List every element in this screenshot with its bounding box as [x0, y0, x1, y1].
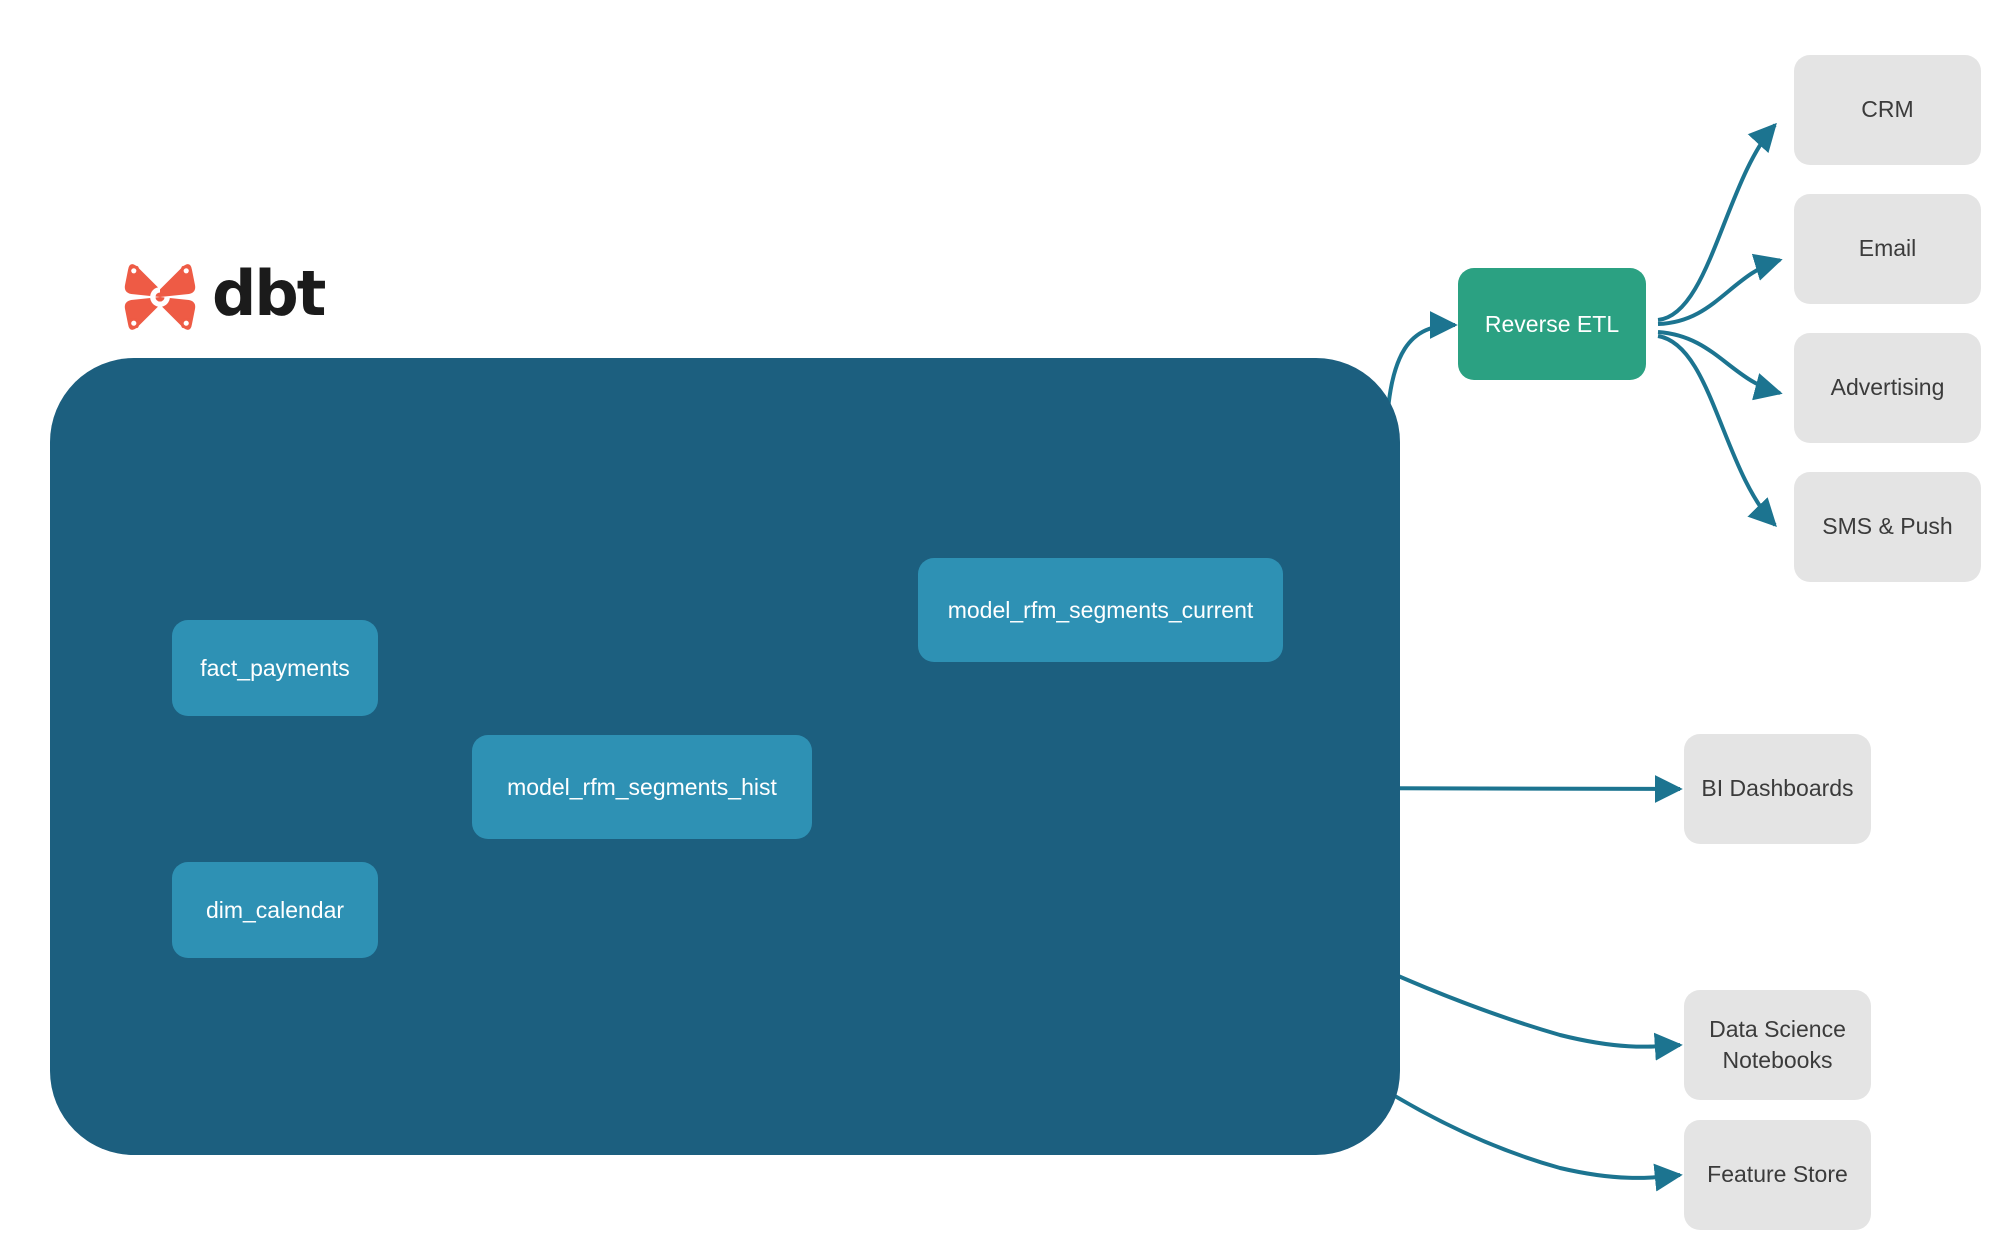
edge-reverse-etl-to-advertising [1657, 330, 1783, 401]
node-dim-calendar[interactable]: dim_calendar [172, 862, 378, 958]
node-label-line2: Notebooks [1722, 1047, 1833, 1073]
node-sms-push[interactable]: SMS & Push [1794, 472, 1981, 582]
node-label: model_rfm_segments_hist [507, 773, 777, 800]
node-reverse-etl[interactable]: Reverse ETL [1458, 268, 1646, 380]
node-email[interactable]: Email [1794, 194, 1981, 304]
node-label: dim_calendar [205, 896, 345, 923]
node-label: SMS & Push [1822, 513, 1953, 540]
dbt-logo-mark-icon [124, 264, 196, 330]
node-label: Feature Store [1707, 1161, 1848, 1188]
edge-reverse-etl-to-sms-push [1657, 334, 1777, 528]
node-label: Email [1858, 235, 1917, 262]
node-data-science-notebooks[interactable]: Data Science Notebooks [1684, 990, 1871, 1100]
edge-reverse-etl-to-email [1657, 253, 1783, 326]
node-label: Advertising [1830, 374, 1945, 401]
node-label: CRM [1861, 96, 1914, 123]
node-label: Reverse ETL [1484, 310, 1620, 337]
node-label: Data Science [1709, 1015, 1846, 1042]
node-label: model_rfm_segments_current [947, 596, 1254, 623]
node-feature-store[interactable]: Feature Store [1684, 1120, 1871, 1230]
node-advertising[interactable]: Advertising [1794, 333, 1981, 443]
node-crm[interactable]: CRM [1794, 55, 1981, 165]
node-fact-payments[interactable]: fact_payments [172, 620, 378, 716]
node-model-rfm-segments-current[interactable]: model_rfm_segments_current [918, 558, 1283, 662]
dbt-wordmark: dbt [212, 257, 326, 330]
dbt-logo: dbt [122, 258, 342, 336]
node-label: fact_payments [200, 654, 350, 681]
node-bi-dashboards[interactable]: BI Dashboards [1684, 734, 1871, 844]
edge-reverse-etl-to-crm [1657, 122, 1777, 322]
node-label: BI Dashboards [1701, 775, 1854, 802]
node-model-rfm-segments-hist[interactable]: model_rfm_segments_hist [472, 735, 812, 839]
